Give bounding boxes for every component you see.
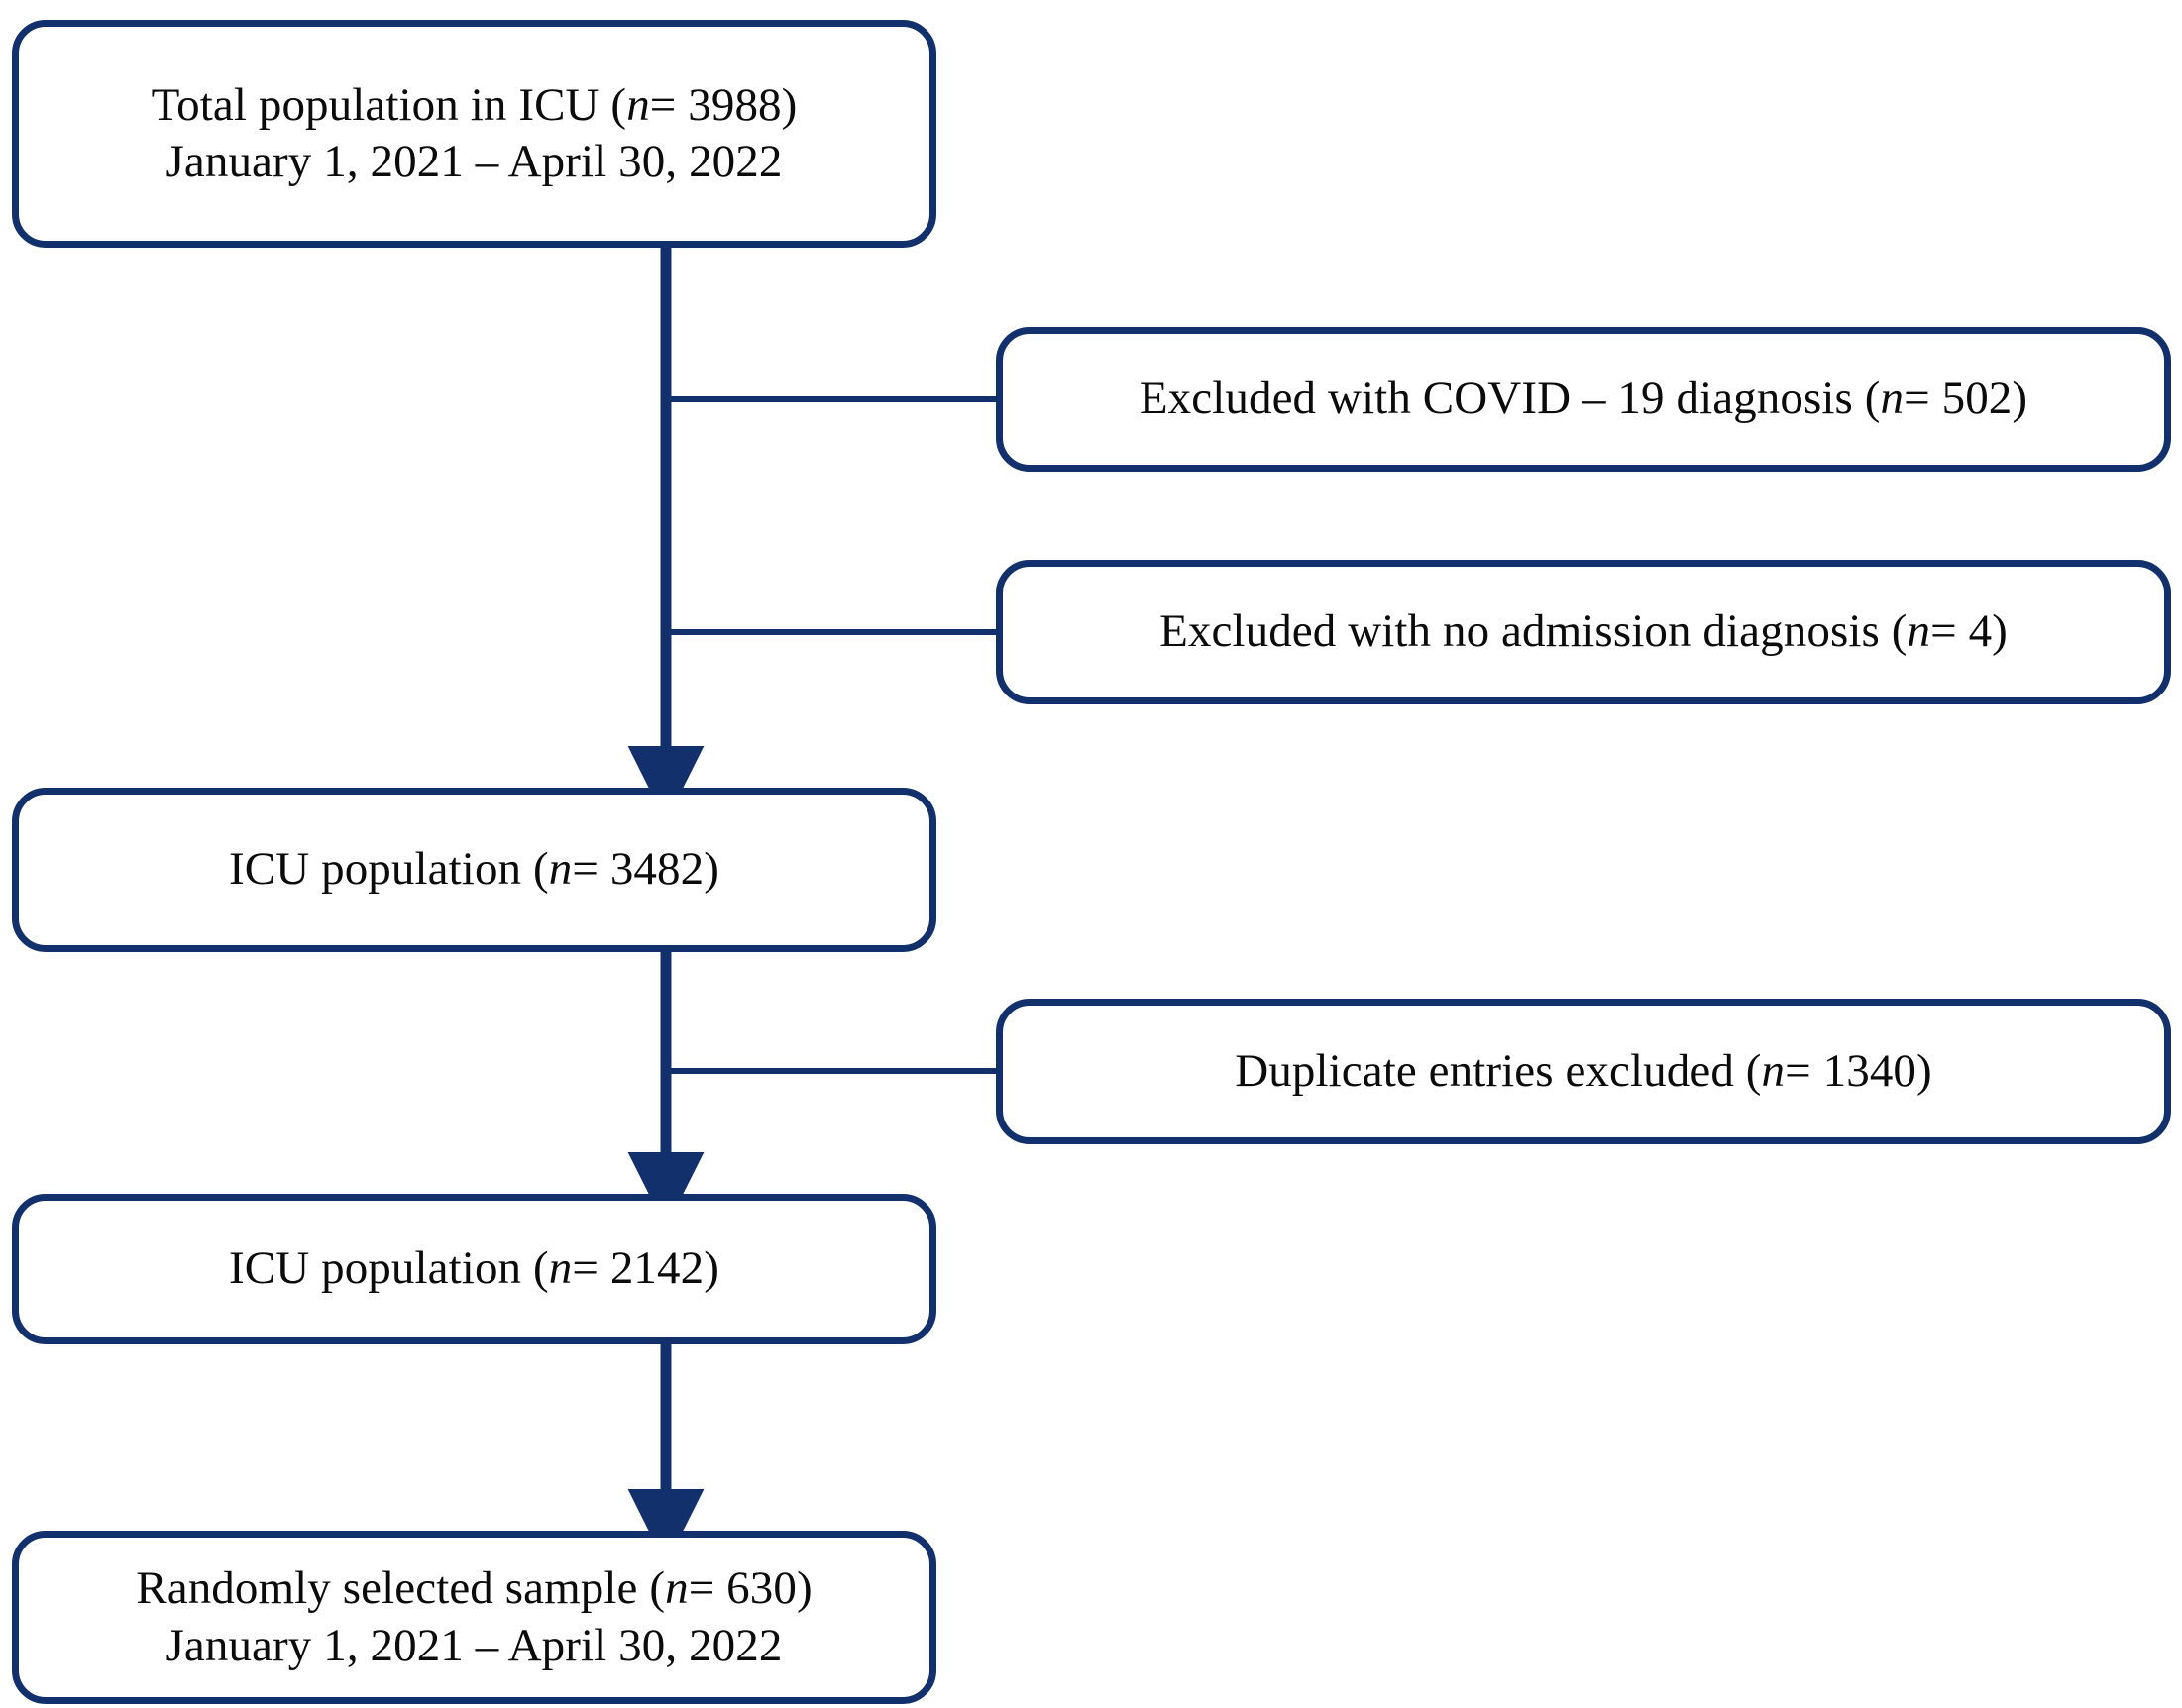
node-random-sample-text: Randomly selected sample (n= 630)January… — [122, 1560, 825, 1674]
node-icu-population-3482: ICU population (n= 3482) — [12, 788, 936, 952]
node-duplicates-excluded-n-symbol: n — [1761, 1044, 1786, 1097]
node-duplicates-excluded: Duplicate entries excluded (n= 1340) — [996, 999, 2171, 1144]
node-icu-population-2142: ICU population (n= 2142) — [12, 1194, 936, 1344]
node-excluded-covid: Excluded with COVID – 19 diagnosis (n= 5… — [996, 327, 2171, 472]
node-icu-population-3482-n-value: = 3482) — [572, 843, 719, 896]
node-excluded-no-admission-n-symbol: n — [1907, 605, 1931, 658]
node-total-population: Total population in ICU (n= 3988)January… — [12, 20, 936, 248]
node-duplicates-excluded-text: Duplicate entries excluded (n= 1340) — [1221, 1043, 1946, 1100]
node-icu-population-3482-text: ICU population (n= 3482) — [215, 841, 733, 898]
node-excluded-no-admission-n-value: = 4) — [1930, 605, 2008, 658]
node-icu-population-2142-n-value: = 2142) — [572, 1242, 719, 1295]
node-random-sample-prefix: Randomly selected sample ( — [136, 1562, 666, 1615]
node-icu-population-2142-prefix: ICU population ( — [229, 1242, 549, 1295]
node-total-population-prefix: Total population in ICU ( — [151, 78, 627, 131]
node-excluded-no-admission-text: Excluded with no admission diagnosis (n=… — [1146, 603, 2021, 660]
node-random-sample: Randomly selected sample (n= 630)January… — [12, 1531, 936, 1704]
node-icu-population-2142-text: ICU population (n= 2142) — [215, 1240, 733, 1297]
node-random-sample-n-value: = 630) — [688, 1562, 813, 1615]
node-excluded-covid-text: Excluded with COVID – 19 diagnosis (n= 5… — [1126, 371, 2041, 427]
node-excluded-no-admission: Excluded with no admission diagnosis (n=… — [996, 560, 2171, 704]
node-total-population-text: Total population in ICU (n= 3988)January… — [138, 77, 812, 191]
node-excluded-no-admission-prefix: Excluded with no admission diagnosis ( — [1159, 605, 1908, 658]
node-total-population-n-symbol: n — [626, 78, 650, 131]
node-excluded-covid-n-symbol: n — [1880, 373, 1905, 425]
node-random-sample-date-range: January 1, 2021 – April 30, 2022 — [165, 1619, 783, 1671]
node-excluded-covid-n-value: = 502) — [1904, 373, 2028, 425]
node-random-sample-n-symbol: n — [665, 1562, 689, 1615]
node-total-population-date-range: January 1, 2021 – April 30, 2022 — [165, 136, 783, 187]
node-excluded-covid-prefix: Excluded with COVID – 19 diagnosis ( — [1139, 373, 1881, 425]
node-duplicates-excluded-prefix: Duplicate entries excluded ( — [1235, 1044, 1762, 1097]
node-icu-population-2142-n-symbol: n — [548, 1242, 573, 1295]
node-icu-population-3482-prefix: ICU population ( — [229, 843, 549, 896]
node-duplicates-excluded-n-value: = 1340) — [1785, 1044, 1932, 1097]
node-total-population-n-value: = 3988) — [649, 78, 798, 131]
node-icu-population-3482-n-symbol: n — [548, 843, 573, 896]
